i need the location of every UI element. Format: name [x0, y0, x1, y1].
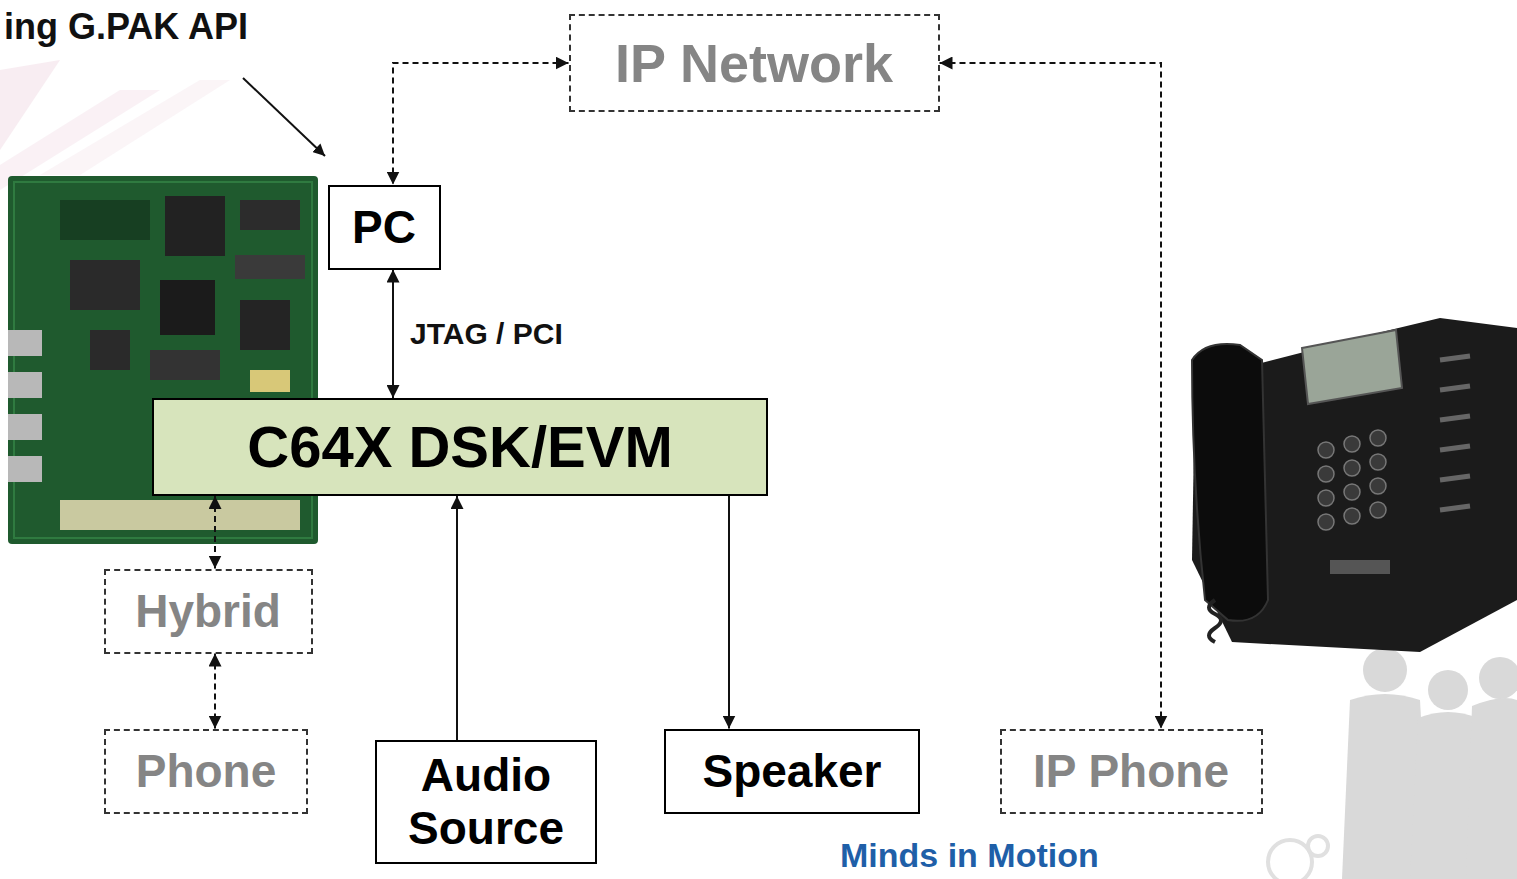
node-label: Speaker [702, 745, 881, 798]
decor-rings-part [1308, 836, 1328, 856]
ip-phone-photo-part-part [1440, 416, 1470, 420]
ip-phone-photo-part [1192, 344, 1268, 621]
node-label: Phone [136, 745, 277, 798]
connector-label: JTAG / PCI [410, 317, 563, 352]
callout-text: ing G.PAK API [4, 6, 248, 47]
ip-phone-photo-part-part [1370, 430, 1386, 446]
dsk-board-photo-part [240, 200, 300, 230]
node-label: Hybrid [135, 585, 281, 638]
ip-phone-photo-part-part [1370, 502, 1386, 518]
ip-phone-photo-part [1302, 330, 1402, 404]
people-silhouettes-part [1479, 657, 1517, 699]
dsk-board-photo-part [160, 280, 215, 335]
board-box: C64X DSK/EVM [152, 398, 768, 496]
interface-box: Hybrid [104, 569, 313, 654]
ip-phone-photo-part-part [1318, 490, 1334, 506]
callout-leader-part [243, 78, 325, 156]
people-silhouettes-part [1363, 648, 1407, 692]
ip-phone-photo-part-part [1344, 436, 1360, 452]
decor-rings-part [1268, 840, 1312, 879]
dsk-board-photo-part [8, 330, 42, 356]
people-silhouettes [1342, 648, 1517, 879]
node-label: IP Network [615, 32, 893, 94]
ip-phone-photo-part-part [1440, 446, 1470, 450]
dsk-board-photo-part [250, 370, 290, 392]
dsk-board-photo-part [60, 500, 300, 530]
ip-phone-photo-part-part [1344, 508, 1360, 524]
dashed-connector [393, 63, 569, 185]
output-box: Speaker [664, 729, 920, 814]
ip-phone-photo-part-part [1318, 466, 1334, 482]
ip-phone-photo-part [1192, 318, 1517, 652]
ip-phone-photo-part-part [1318, 442, 1334, 458]
ip-phone-photo-part-part [1440, 476, 1470, 480]
ip-phone-photo-part-part [1440, 356, 1470, 360]
dashed-connector [940, 63, 1162, 729]
ip-phone-photo-part-part [1370, 478, 1386, 494]
background-stripes [0, 60, 230, 190]
dashed-connector [214, 496, 216, 569]
ip-phone-photo-part-part [1318, 514, 1334, 530]
dashed-connector [214, 654, 216, 729]
ip-phone-photo-part [1440, 356, 1470, 510]
decor-rings [1268, 836, 1328, 879]
dsk-board-photo-part [70, 260, 140, 310]
dsk-board-photo-part [165, 196, 225, 256]
source-box: Audio Source [375, 740, 597, 864]
network-cloud-box: IP Network [569, 14, 940, 112]
signal-arrow [728, 496, 730, 729]
node-label: C64X DSK/EVM [247, 414, 672, 481]
ip-phone-photo-part-part [1440, 506, 1470, 510]
dsk-board-photo-part [60, 200, 150, 240]
people-silhouettes-part [1466, 698, 1517, 879]
ip-phone-photo [1192, 318, 1517, 652]
ip-phone-photo-part [1318, 430, 1386, 530]
background-stripes-part [40, 80, 230, 175]
ip-phone-photo-part-part [1370, 454, 1386, 470]
people-silhouettes-part [1428, 670, 1468, 710]
device-box: Phone [104, 729, 308, 814]
dsk-board-photo-part [235, 255, 305, 279]
dsk-board-photo-part [8, 414, 42, 440]
host-box: PC [328, 185, 441, 270]
device-box: IP Phone [1000, 729, 1263, 814]
dsk-board-photo-part [240, 300, 290, 350]
dsk-board-photo-part [8, 456, 42, 482]
dsk-board-photo-part [8, 372, 42, 398]
ip-phone-photo-part-part [1344, 460, 1360, 476]
ip-phone-photo-part-part [1440, 386, 1470, 390]
signal-arrow [392, 270, 394, 399]
node-label: IP Phone [1033, 745, 1229, 798]
ip-phone-photo-part [1209, 600, 1221, 642]
watermark: Minds in Motion [840, 836, 1099, 875]
callout-leader [243, 78, 325, 156]
dsk-board-photo-part [150, 350, 220, 380]
node-label: Audio Source [391, 749, 581, 855]
dsk-board-photo-part [90, 330, 130, 370]
signal-arrow [456, 496, 458, 740]
ip-phone-photo-part [1330, 560, 1390, 574]
ip-phone-photo-part-part [1344, 484, 1360, 500]
node-label: PC [352, 201, 416, 254]
